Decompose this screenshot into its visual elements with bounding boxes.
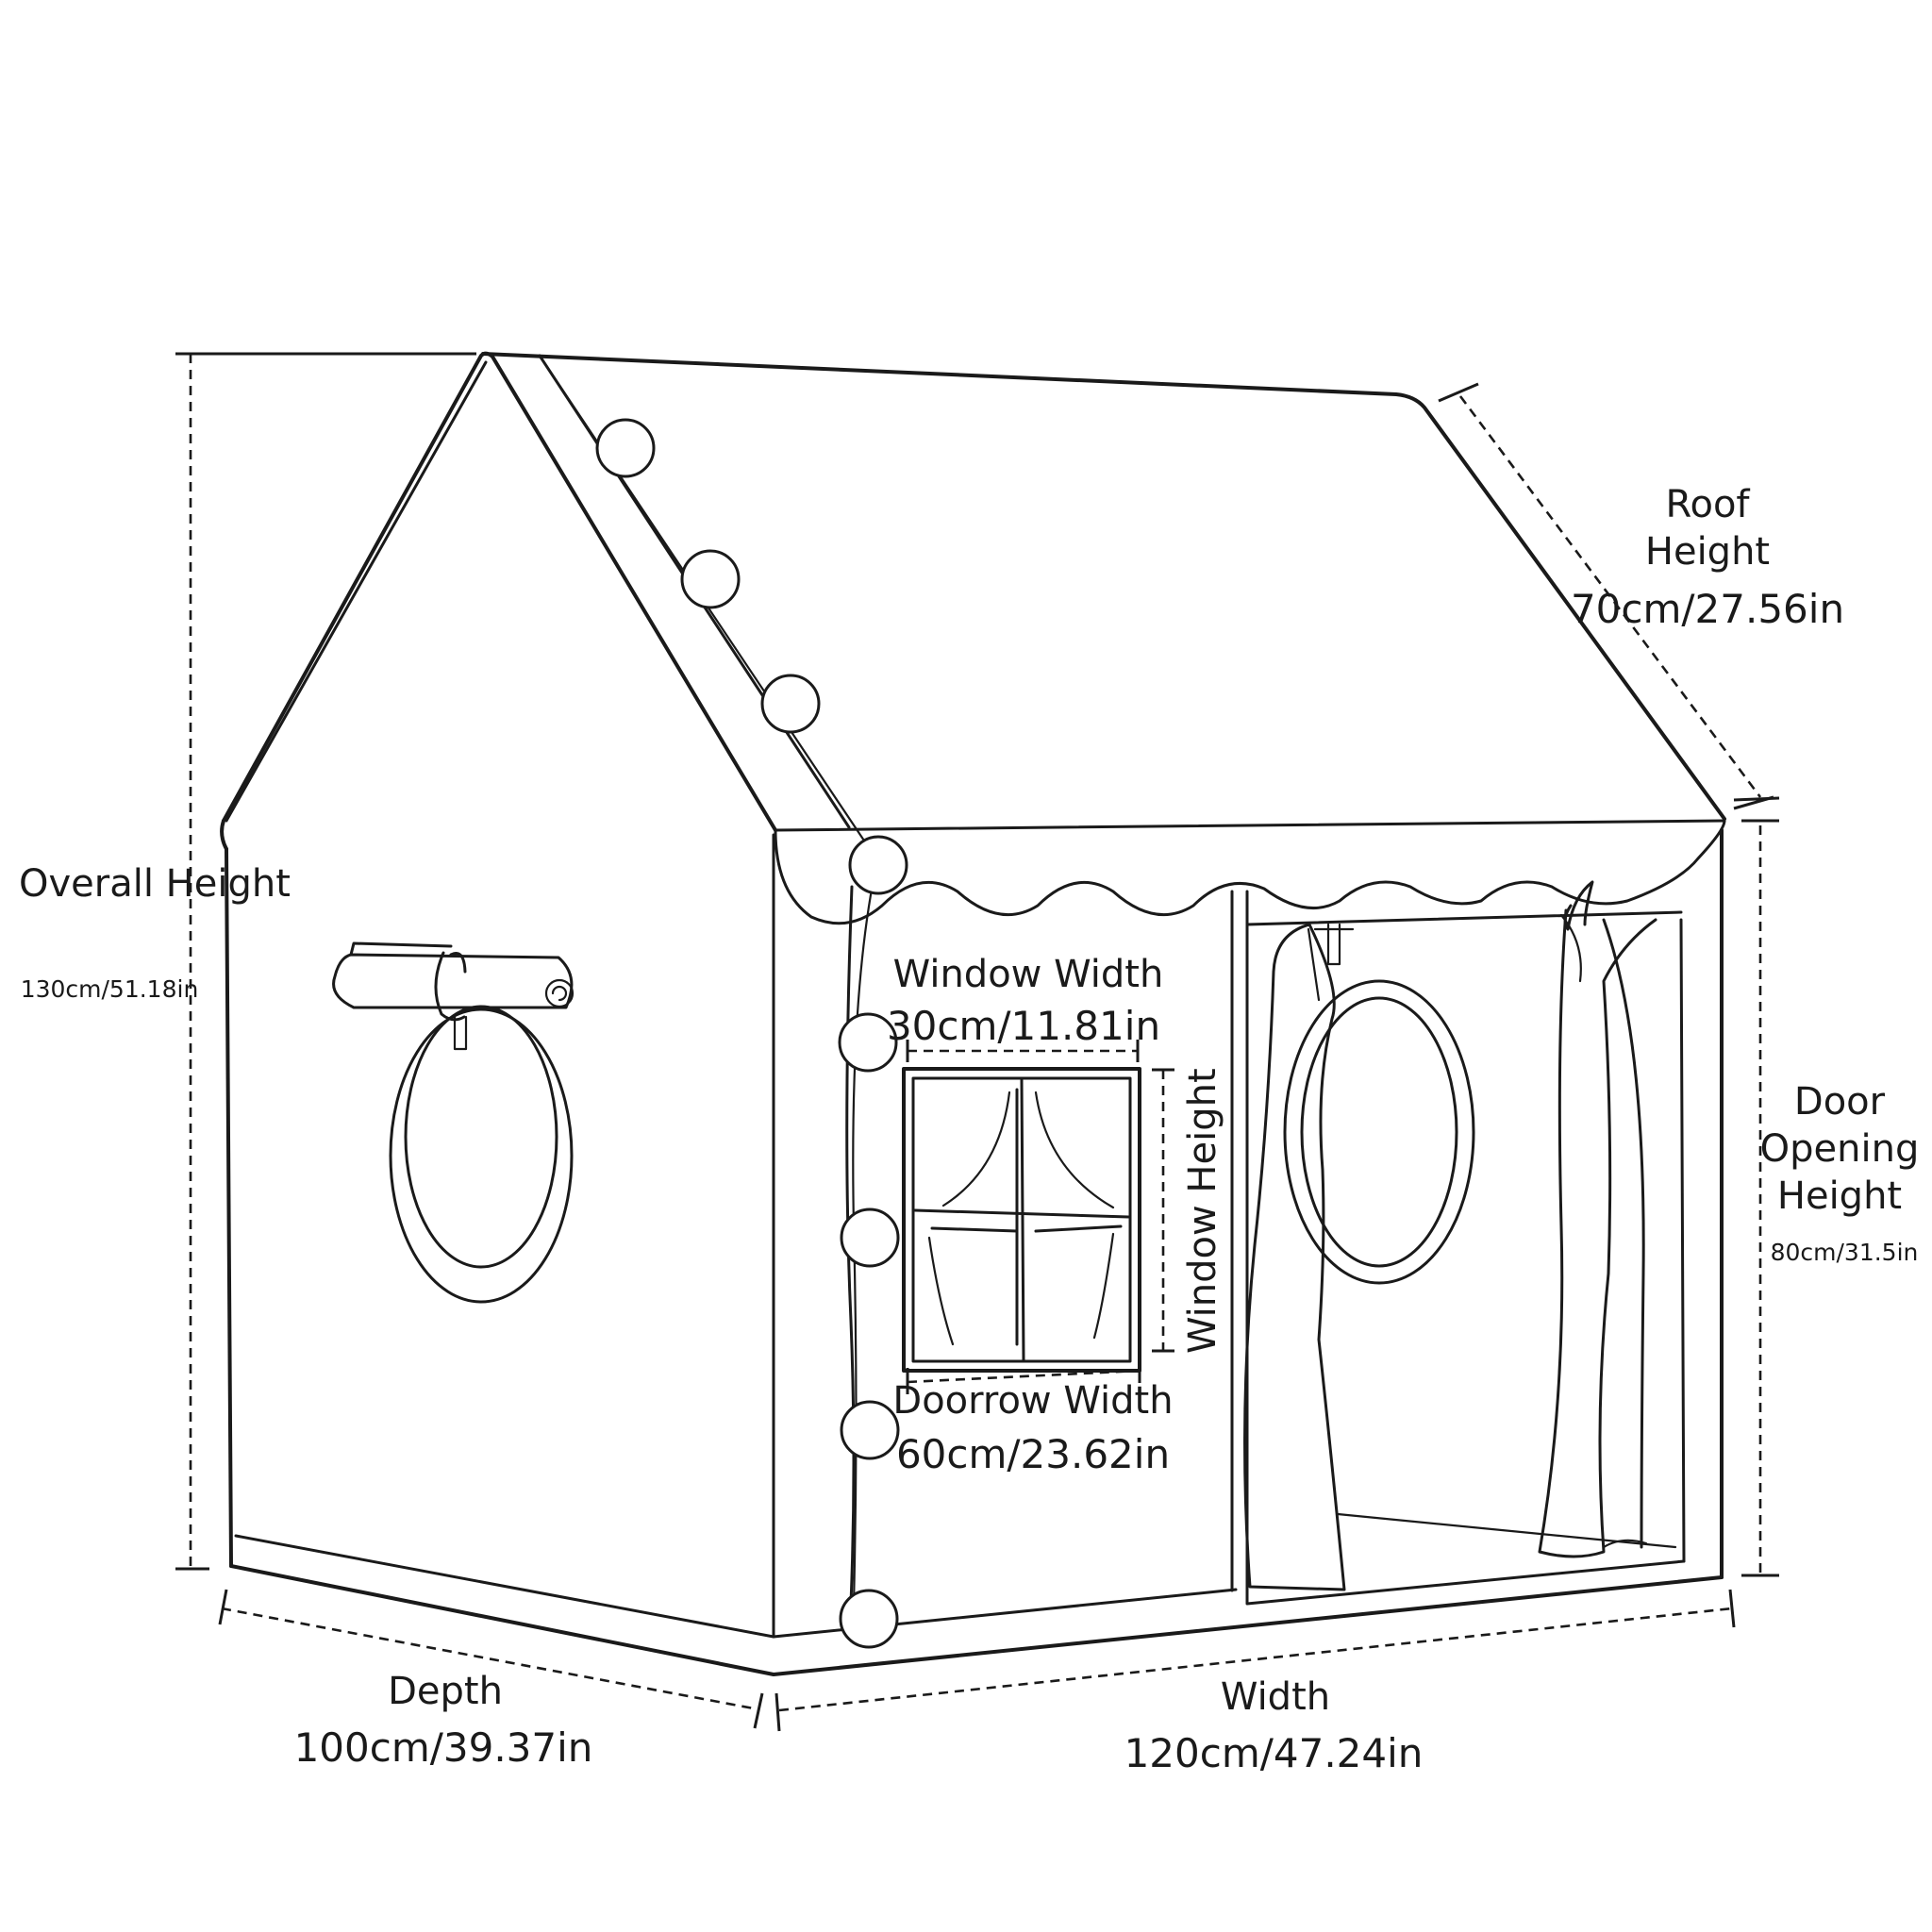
window-width-dimension-line bbox=[906, 1040, 1140, 1062]
door-opening-height-dimension-line bbox=[1733, 796, 1780, 1577]
tent-outline bbox=[220, 351, 1726, 1676]
window-width-value: 30cm/11.81in bbox=[886, 1003, 1161, 1049]
window-width-label: Window Width bbox=[892, 953, 1164, 996]
overall-height-label: Overall Height bbox=[19, 862, 291, 906]
width-dimension-line bbox=[774, 1589, 1736, 1732]
light-bulb bbox=[680, 549, 741, 609]
light-bulb bbox=[848, 835, 908, 895]
depth-dimension-line bbox=[218, 1589, 764, 1729]
light-bulb bbox=[838, 1012, 898, 1073]
front-square-window bbox=[902, 1067, 1141, 1373]
side-round-window bbox=[332, 941, 575, 1304]
width-label: Width bbox=[1220, 1675, 1331, 1719]
doorway-width-dimension-line bbox=[906, 1357, 1141, 1394]
door-opening-height-label: Door Opening Height bbox=[1759, 1080, 1920, 1218]
light-bulb bbox=[840, 1400, 900, 1460]
depth-value: 100cm/39.37in bbox=[293, 1724, 593, 1771]
depth-label: Depth bbox=[388, 1670, 503, 1713]
doorway-width-value: 60cm/23.62in bbox=[895, 1431, 1171, 1477]
doorway-width-label: Doorrow Width bbox=[892, 1379, 1174, 1423]
overall-height-dimension-line bbox=[175, 352, 476, 1571]
overall-height-value: 130cm/51.18in bbox=[20, 975, 199, 1003]
door-opening-height-value: 80cm/31.5in bbox=[1770, 1239, 1919, 1266]
window-height-label: Window Height bbox=[1181, 1068, 1224, 1354]
light-bulb bbox=[840, 1208, 900, 1268]
roof-height-value: 70cm/27.56in bbox=[1570, 586, 1845, 632]
doorway-curtains bbox=[1243, 880, 1657, 1591]
light-bulb bbox=[595, 418, 656, 478]
light-bulb bbox=[760, 674, 821, 734]
window-height-dimension-line bbox=[1152, 1068, 1174, 1353]
string-lights bbox=[538, 354, 908, 1649]
light-bulb bbox=[839, 1589, 899, 1649]
roof-height-label: Roof Height bbox=[1644, 483, 1771, 574]
width-value: 120cm/47.24in bbox=[1124, 1730, 1424, 1776]
